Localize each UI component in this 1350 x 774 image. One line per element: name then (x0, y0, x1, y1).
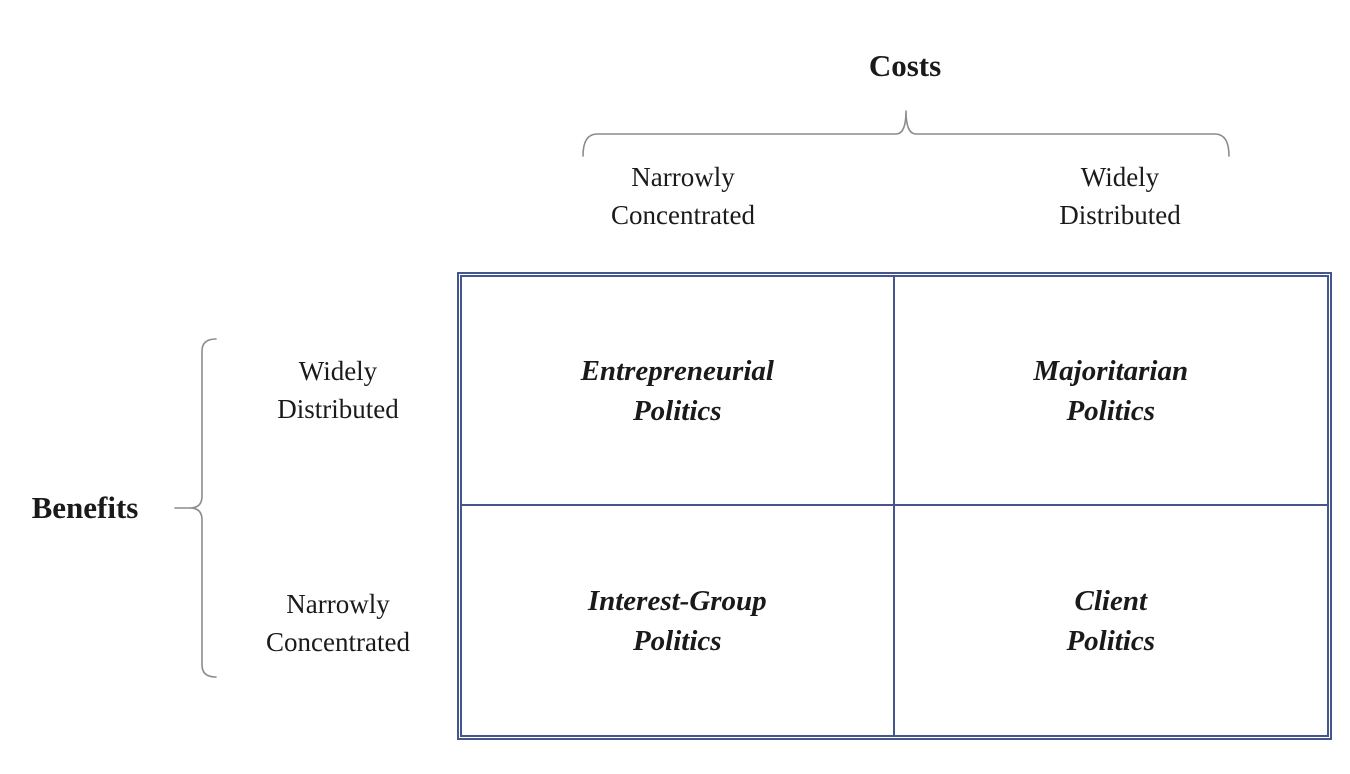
column-label-widely-distributed: Widely Distributed (1059, 162, 1181, 230)
benefits-brace-icon (174, 338, 217, 678)
row-label-narrowly-concentrated: Narrowly Concentrated (266, 589, 410, 657)
quadrant-client-politics: Client Politics (1066, 584, 1156, 657)
quadrant-interest-group-politics: Interest-Group Politics (462, 506, 895, 735)
quadrant-majoritarian-politics: Majoritarian Politics (894, 277, 1327, 506)
matrix-table: Entrepreneurial Politics Majoritarian Po… (457, 272, 1332, 740)
benefits-axis-title: Benefits (31, 490, 139, 525)
column-label-narrowly-concentrated: Narrowly Concentrated (611, 162, 755, 230)
costs-axis-title: Costs (868, 48, 942, 83)
row-label-widely-distributed: Widely Distributed (277, 356, 399, 424)
quadrant-entrepreneurial-politics: Entrepreneurial Politics (462, 277, 895, 506)
costs-brace-icon (582, 110, 1230, 157)
